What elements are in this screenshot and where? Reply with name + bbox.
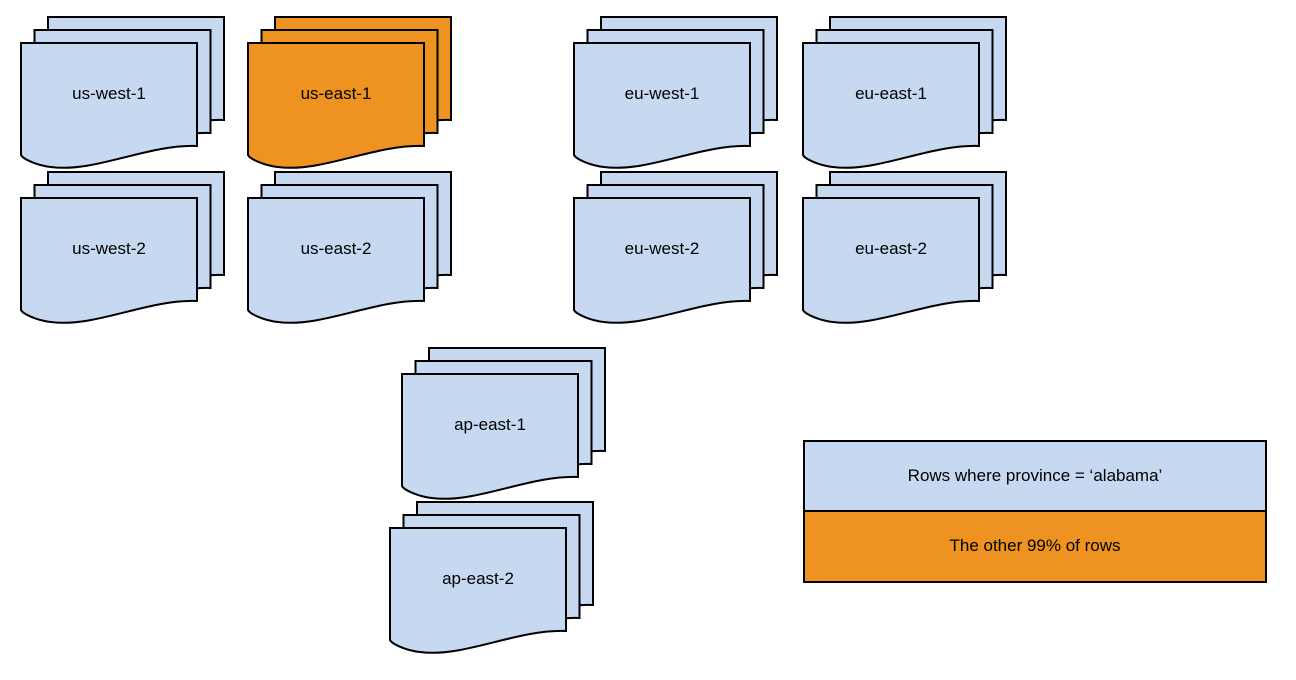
document-card — [20, 42, 198, 169]
document-stack-shape-eu-east-1 — [802, 16, 1007, 169]
document-stack-shape-eu-east-2 — [802, 171, 1007, 324]
legend-row-other: The other 99% of rows — [805, 511, 1265, 581]
document-stack-us-west-2[interactable]: us-west-2 — [20, 171, 251, 332]
document-stack-shape-us-west-2 — [20, 171, 225, 324]
document-stack-eu-west-2[interactable]: eu-west-2 — [573, 171, 804, 332]
document-stack-shape-ap-east-2 — [389, 501, 594, 654]
document-stack-shape-us-west-1 — [20, 16, 225, 169]
document-stack-shape-ap-east-1 — [401, 347, 606, 500]
document-stack-us-west-1[interactable]: us-west-1 — [20, 16, 251, 177]
document-card — [573, 42, 751, 169]
legend-label-other: The other 99% of rows — [949, 536, 1121, 556]
document-card — [802, 197, 980, 324]
document-card — [389, 527, 567, 654]
document-stack-shape-us-east-2 — [247, 171, 452, 324]
document-stack-ap-east-2[interactable]: ap-east-2 — [389, 501, 620, 662]
document-stack-shape-us-east-1 — [247, 16, 452, 169]
document-card — [20, 197, 198, 324]
document-stack-eu-west-1[interactable]: eu-west-1 — [573, 16, 804, 177]
legend-row-alabama: Rows where province = ‘alabama’ — [805, 442, 1265, 512]
document-stack-eu-east-1[interactable]: eu-east-1 — [802, 16, 1033, 177]
legend-label-alabama: Rows where province = ‘alabama’ — [907, 465, 1163, 485]
document-card — [401, 373, 579, 500]
document-stack-us-east-1[interactable]: us-east-1 — [247, 16, 478, 177]
document-card — [247, 197, 425, 324]
document-card — [247, 42, 425, 169]
legend-box: Rows where province = ‘alabama’ The othe… — [803, 440, 1267, 583]
document-stack-us-east-2[interactable]: us-east-2 — [247, 171, 478, 332]
document-stack-ap-east-1[interactable]: ap-east-1 — [401, 347, 632, 508]
document-stack-eu-east-2[interactable]: eu-east-2 — [802, 171, 1033, 332]
document-card — [573, 197, 751, 324]
document-stack-shape-eu-west-2 — [573, 171, 778, 324]
document-card — [802, 42, 980, 169]
document-stack-shape-eu-west-1 — [573, 16, 778, 169]
